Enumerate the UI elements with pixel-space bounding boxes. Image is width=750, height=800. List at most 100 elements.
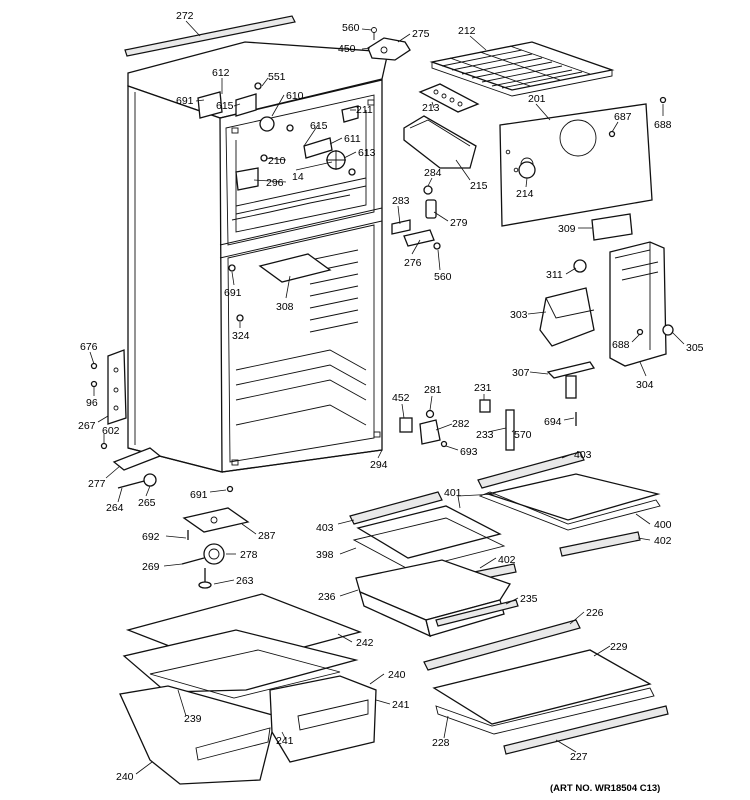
label-693: 693 bbox=[460, 446, 478, 458]
label-267: 267 bbox=[78, 420, 96, 432]
label-236: 236 bbox=[318, 591, 336, 603]
label-284: 284 bbox=[424, 167, 442, 179]
label-307: 307 bbox=[512, 367, 530, 379]
label-691: 691 bbox=[224, 287, 242, 299]
leader-lines bbox=[89, 20, 685, 775]
label-610: 610 bbox=[286, 90, 304, 102]
label-265: 265 bbox=[138, 497, 156, 509]
glass-shelf-upper bbox=[477, 451, 661, 557]
top-hinge-part bbox=[367, 27, 411, 61]
label-691: 691 bbox=[190, 489, 208, 501]
label-304: 304 bbox=[636, 379, 654, 391]
label-278: 278 bbox=[240, 549, 258, 561]
label-309: 309 bbox=[558, 223, 576, 235]
label-277: 277 bbox=[88, 478, 106, 490]
label-212: 212 bbox=[458, 25, 476, 37]
label-398: 398 bbox=[316, 549, 334, 561]
label-239: 239 bbox=[184, 713, 202, 725]
label-233: 233 bbox=[476, 429, 494, 441]
label-570: 570 bbox=[514, 429, 532, 441]
label-287: 287 bbox=[258, 530, 276, 542]
label-296: 296 bbox=[266, 177, 284, 189]
small-hardware-parts bbox=[228, 96, 674, 451]
label-211: 211 bbox=[356, 104, 373, 116]
label-96: 96 bbox=[86, 397, 98, 409]
label-450: 450 bbox=[338, 43, 356, 55]
label-227: 227 bbox=[570, 751, 588, 763]
label-276: 276 bbox=[404, 257, 422, 269]
roller-bracket-parts bbox=[181, 507, 250, 589]
crisper-drawer-right bbox=[269, 675, 377, 763]
label-311: 311 bbox=[546, 269, 563, 281]
label-275: 275 bbox=[412, 28, 430, 40]
label-283: 283 bbox=[392, 195, 410, 207]
ice-bucket-part bbox=[403, 115, 477, 169]
crisper-cover-and-frame bbox=[423, 619, 669, 755]
label-694: 694 bbox=[544, 416, 562, 428]
label-226: 226 bbox=[586, 607, 604, 619]
art-number: (ART NO. WR18504 C13) bbox=[550, 783, 660, 794]
label-612: 612 bbox=[212, 67, 230, 79]
label-611: 611 bbox=[344, 133, 361, 145]
top-trim-part bbox=[124, 15, 296, 57]
label-551: 551 bbox=[268, 71, 286, 83]
part-number-labels: 272 560 450 275 212 612 551 691 615 610 … bbox=[78, 10, 704, 783]
label-213: 213 bbox=[422, 102, 440, 114]
label-242: 242 bbox=[356, 637, 374, 649]
label-324: 324 bbox=[232, 330, 250, 342]
label-615: 615 bbox=[216, 100, 234, 112]
label-691: 691 bbox=[176, 95, 194, 107]
label-231: 231 bbox=[474, 382, 492, 394]
label-560: 560 bbox=[342, 22, 360, 34]
label-688: 688 bbox=[654, 119, 672, 131]
label-228: 228 bbox=[432, 737, 450, 749]
label-688: 688 bbox=[612, 339, 630, 351]
label-14: 14 bbox=[292, 171, 304, 183]
label-305: 305 bbox=[686, 342, 704, 354]
label-281: 281 bbox=[424, 384, 442, 396]
label-402: 402 bbox=[498, 554, 516, 566]
pan-drawer bbox=[355, 559, 519, 638]
label-402: 402 bbox=[654, 535, 672, 547]
label-401: 401 bbox=[444, 487, 462, 499]
label-400: 400 bbox=[654, 519, 672, 531]
label-303: 303 bbox=[510, 309, 528, 321]
label-613: 613 bbox=[358, 147, 376, 159]
label-294: 294 bbox=[370, 459, 388, 471]
label-201: 201 bbox=[528, 93, 546, 105]
damper-part bbox=[539, 287, 595, 347]
label-308: 308 bbox=[276, 301, 294, 313]
label-403: 403 bbox=[574, 449, 592, 461]
label-692: 692 bbox=[142, 531, 160, 543]
label-210: 210 bbox=[268, 155, 286, 167]
label-687: 687 bbox=[614, 111, 632, 123]
bracket-part bbox=[546, 361, 596, 399]
crisper-cover-left bbox=[122, 593, 363, 699]
label-215: 215 bbox=[470, 180, 488, 192]
label-602: 602 bbox=[102, 425, 120, 437]
label-241: 241 bbox=[392, 699, 410, 711]
label-240: 240 bbox=[116, 771, 134, 783]
label-plate-part bbox=[591, 213, 633, 241]
refrigerator-cabinet bbox=[127, 41, 389, 473]
freezer-control-parts bbox=[197, 82, 359, 191]
label-615: 615 bbox=[310, 120, 328, 132]
air-duct-part bbox=[609, 241, 667, 367]
fan-knob-part bbox=[518, 161, 536, 179]
label-272: 272 bbox=[176, 10, 194, 22]
label-269: 269 bbox=[142, 561, 160, 573]
label-282: 282 bbox=[452, 418, 470, 430]
label-279: 279 bbox=[450, 217, 468, 229]
label-264: 264 bbox=[106, 502, 124, 514]
label-241: 241 bbox=[276, 735, 294, 747]
leveling-parts bbox=[100, 442, 234, 493]
hinge-bracket-part bbox=[90, 349, 127, 425]
label-240: 240 bbox=[388, 669, 406, 681]
label-676: 676 bbox=[80, 341, 98, 353]
label-214: 214 bbox=[516, 188, 534, 200]
label-403: 403 bbox=[316, 522, 334, 534]
label-452: 452 bbox=[392, 392, 410, 404]
label-229: 229 bbox=[610, 641, 628, 653]
